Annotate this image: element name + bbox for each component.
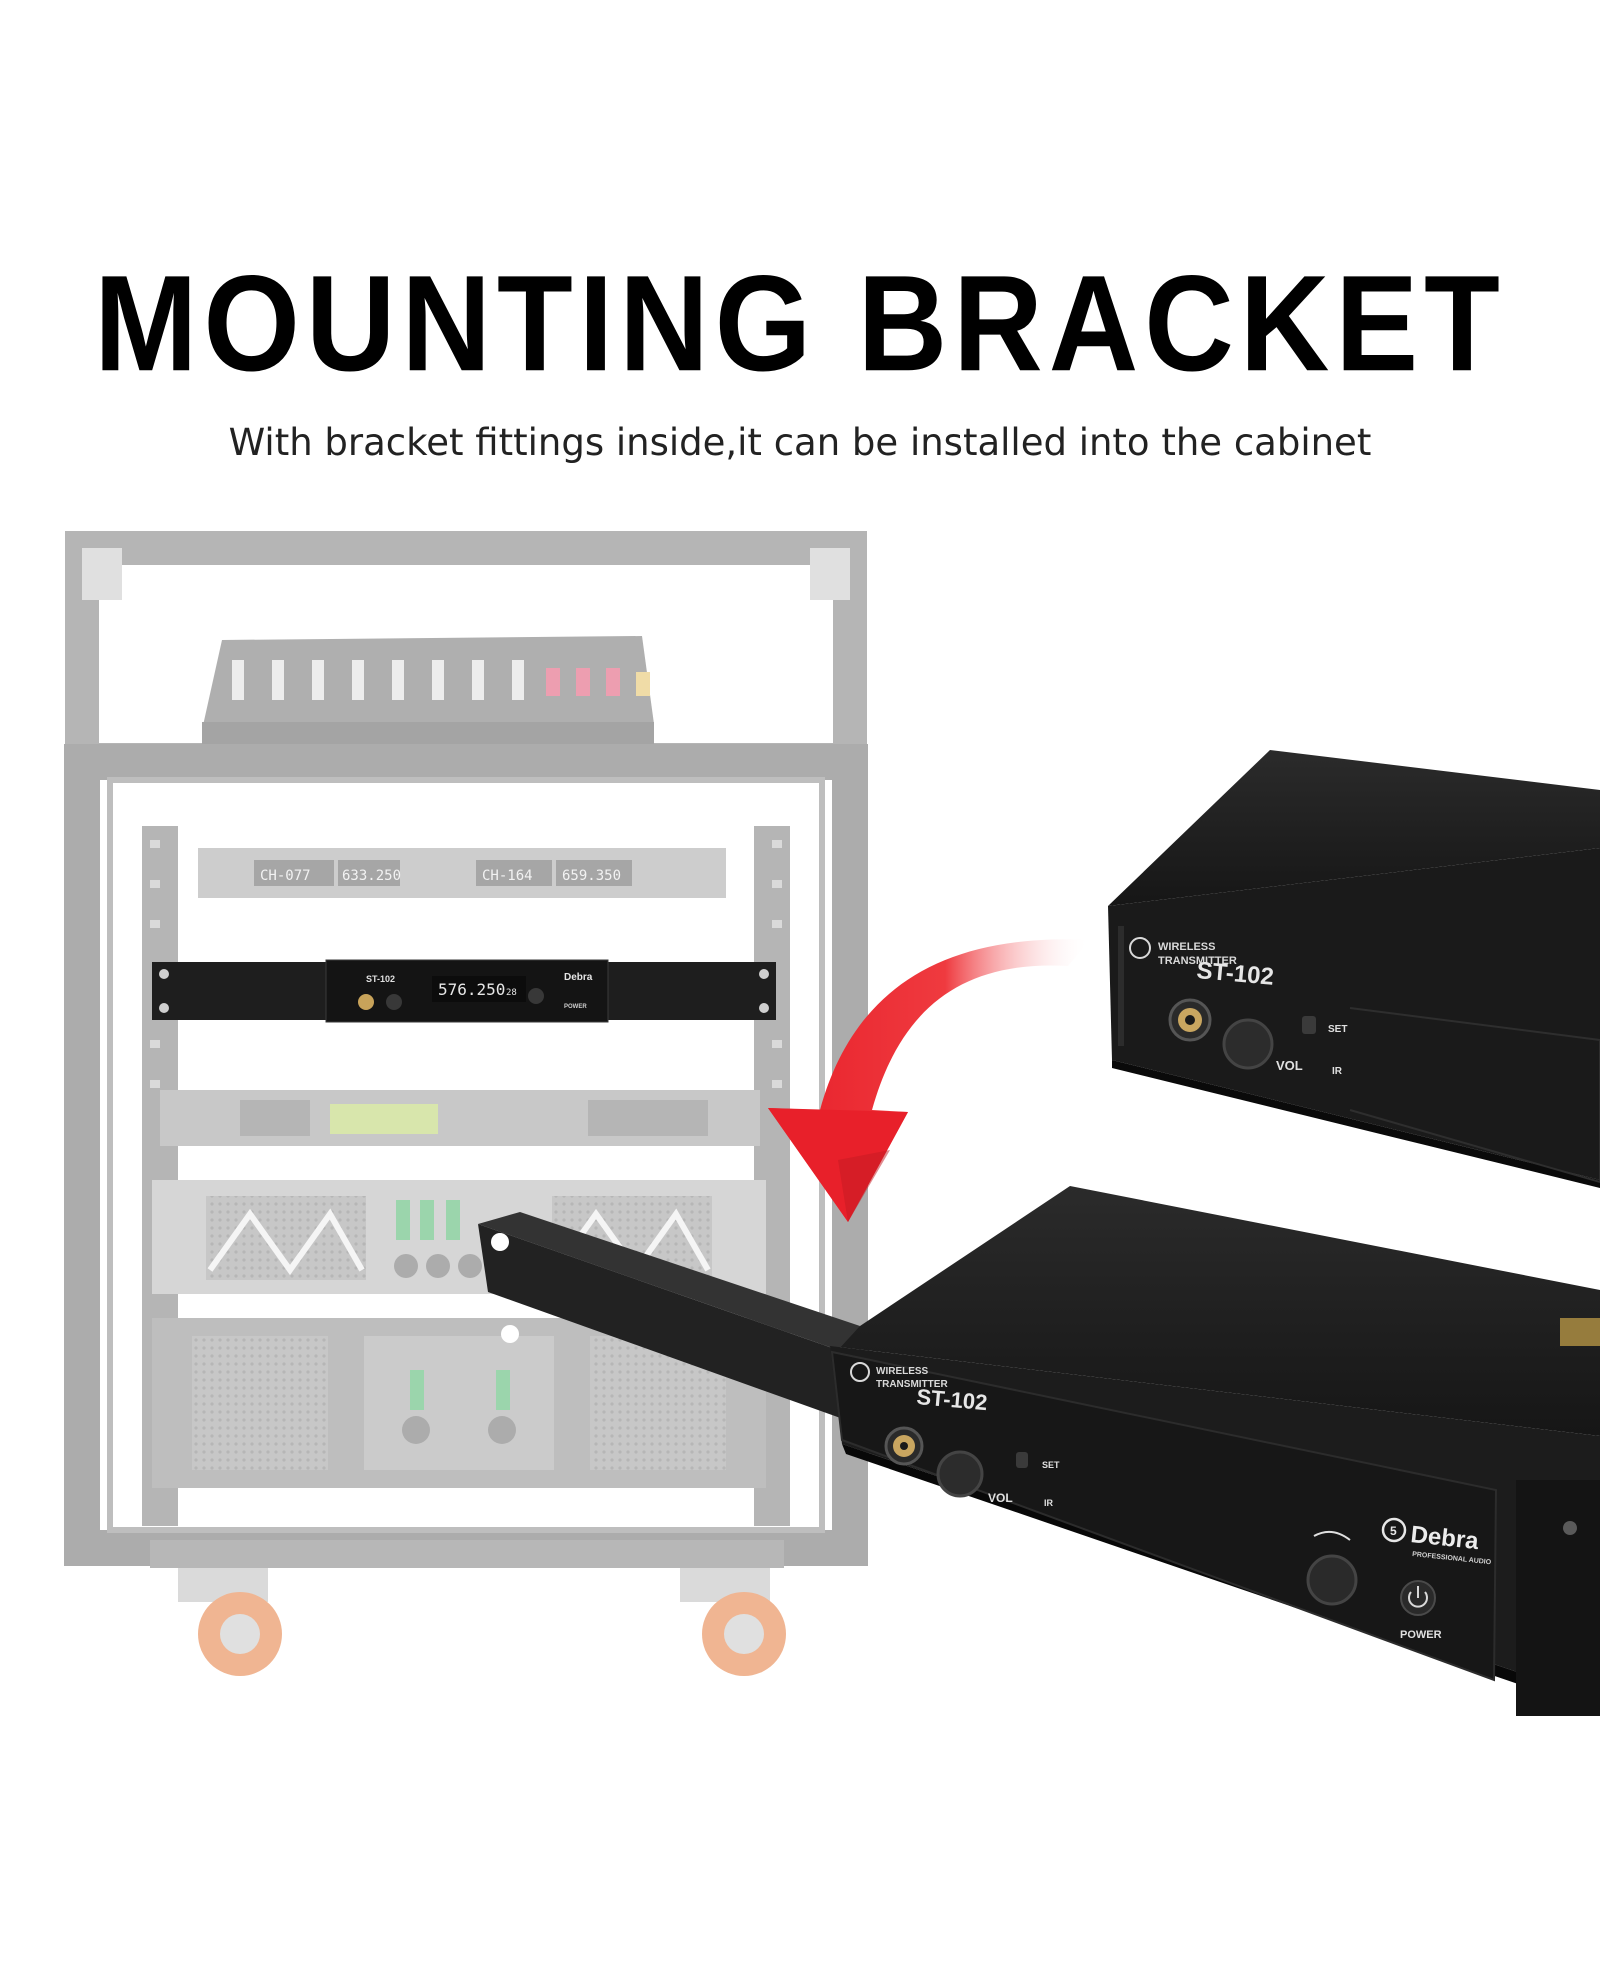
svg-text:SET: SET [1328,1024,1347,1035]
svg-text:28: 28 [506,988,517,998]
cabinet-wheel-left [178,1568,282,1676]
svg-text:576.250: 576.250 [438,980,505,999]
bracket-hole-top [491,1233,509,1251]
svg-text:633.250: 633.250 [342,868,401,884]
product-illustration: CH-077 633.250 CH-164 659.350 [0,520,1600,1976]
wireless-transmitter-icon [850,1362,870,1382]
svg-text:Debra: Debra [564,972,593,983]
power-icon [1400,1580,1436,1616]
svg-text:CH-164: CH-164 [482,868,533,884]
cabinet-wheel-right [680,1568,786,1676]
bracket-hole-bottom [501,1325,519,1343]
svg-text:WIRELESS: WIRELESS [1158,941,1215,953]
page-title: MOUNTING BRACKET [94,248,1506,400]
transmitter-closeup-top: WIRELESS TRANSMITTER ST-102 VOL SET IR [1108,750,1600,1188]
rack-cabinet: CH-077 633.250 CH-164 659.350 [64,531,868,1676]
svg-text:POWER: POWER [1400,1629,1442,1641]
warning-label [1560,1318,1600,1346]
mixer-console [202,636,654,752]
set-button [1302,1016,1316,1034]
svg-text:SET: SET [1042,1460,1060,1470]
volume-knob [1222,1018,1274,1070]
svg-text:CH-077: CH-077 [260,868,311,884]
transmitter-closeup-bracket: WIRELESS TRANSMITTER ST-102 VOL SET IR 5… [478,1186,1600,1716]
svg-text:IR: IR [1332,1066,1343,1077]
rack-receiver-unit: CH-077 633.250 CH-164 659.350 [198,848,726,898]
rack-mounted-transmitter: ST-102 576.250 28 Debra POWER [152,959,776,1023]
svg-text:WIRELESS: WIRELESS [876,1366,929,1377]
svg-text:5: 5 [1390,1524,1397,1538]
svg-text:IR: IR [1044,1498,1054,1508]
svg-text:VOL: VOL [1276,1058,1303,1073]
page-subtitle: With bracket fittings inside,it can be i… [228,421,1372,464]
channel-knob [1306,1554,1358,1606]
svg-text:ST-102: ST-102 [1195,957,1274,991]
svg-text:TRANSMITTER: TRANSMITTER [876,1379,948,1390]
headphone-jack-icon [1168,998,1212,1042]
set-button [1016,1452,1028,1468]
debra-logo-icon: 5 [1381,1517,1407,1543]
curved-arrow-icon [768,939,1090,1222]
svg-text:POWER: POWER [564,1004,587,1010]
svg-text:VOL: VOL [988,1491,1013,1505]
svg-text:ST-102: ST-102 [916,1384,989,1415]
svg-text:TRANSMITTER: TRANSMITTER [1158,955,1237,967]
volume-knob [936,1450,984,1498]
wireless-transmitter-icon [1129,937,1151,959]
rack-processor-unit [160,1090,760,1146]
svg-text:ST-102: ST-102 [366,974,395,984]
headphone-jack-icon [884,1426,924,1466]
svg-text:659.350: 659.350 [562,868,621,884]
